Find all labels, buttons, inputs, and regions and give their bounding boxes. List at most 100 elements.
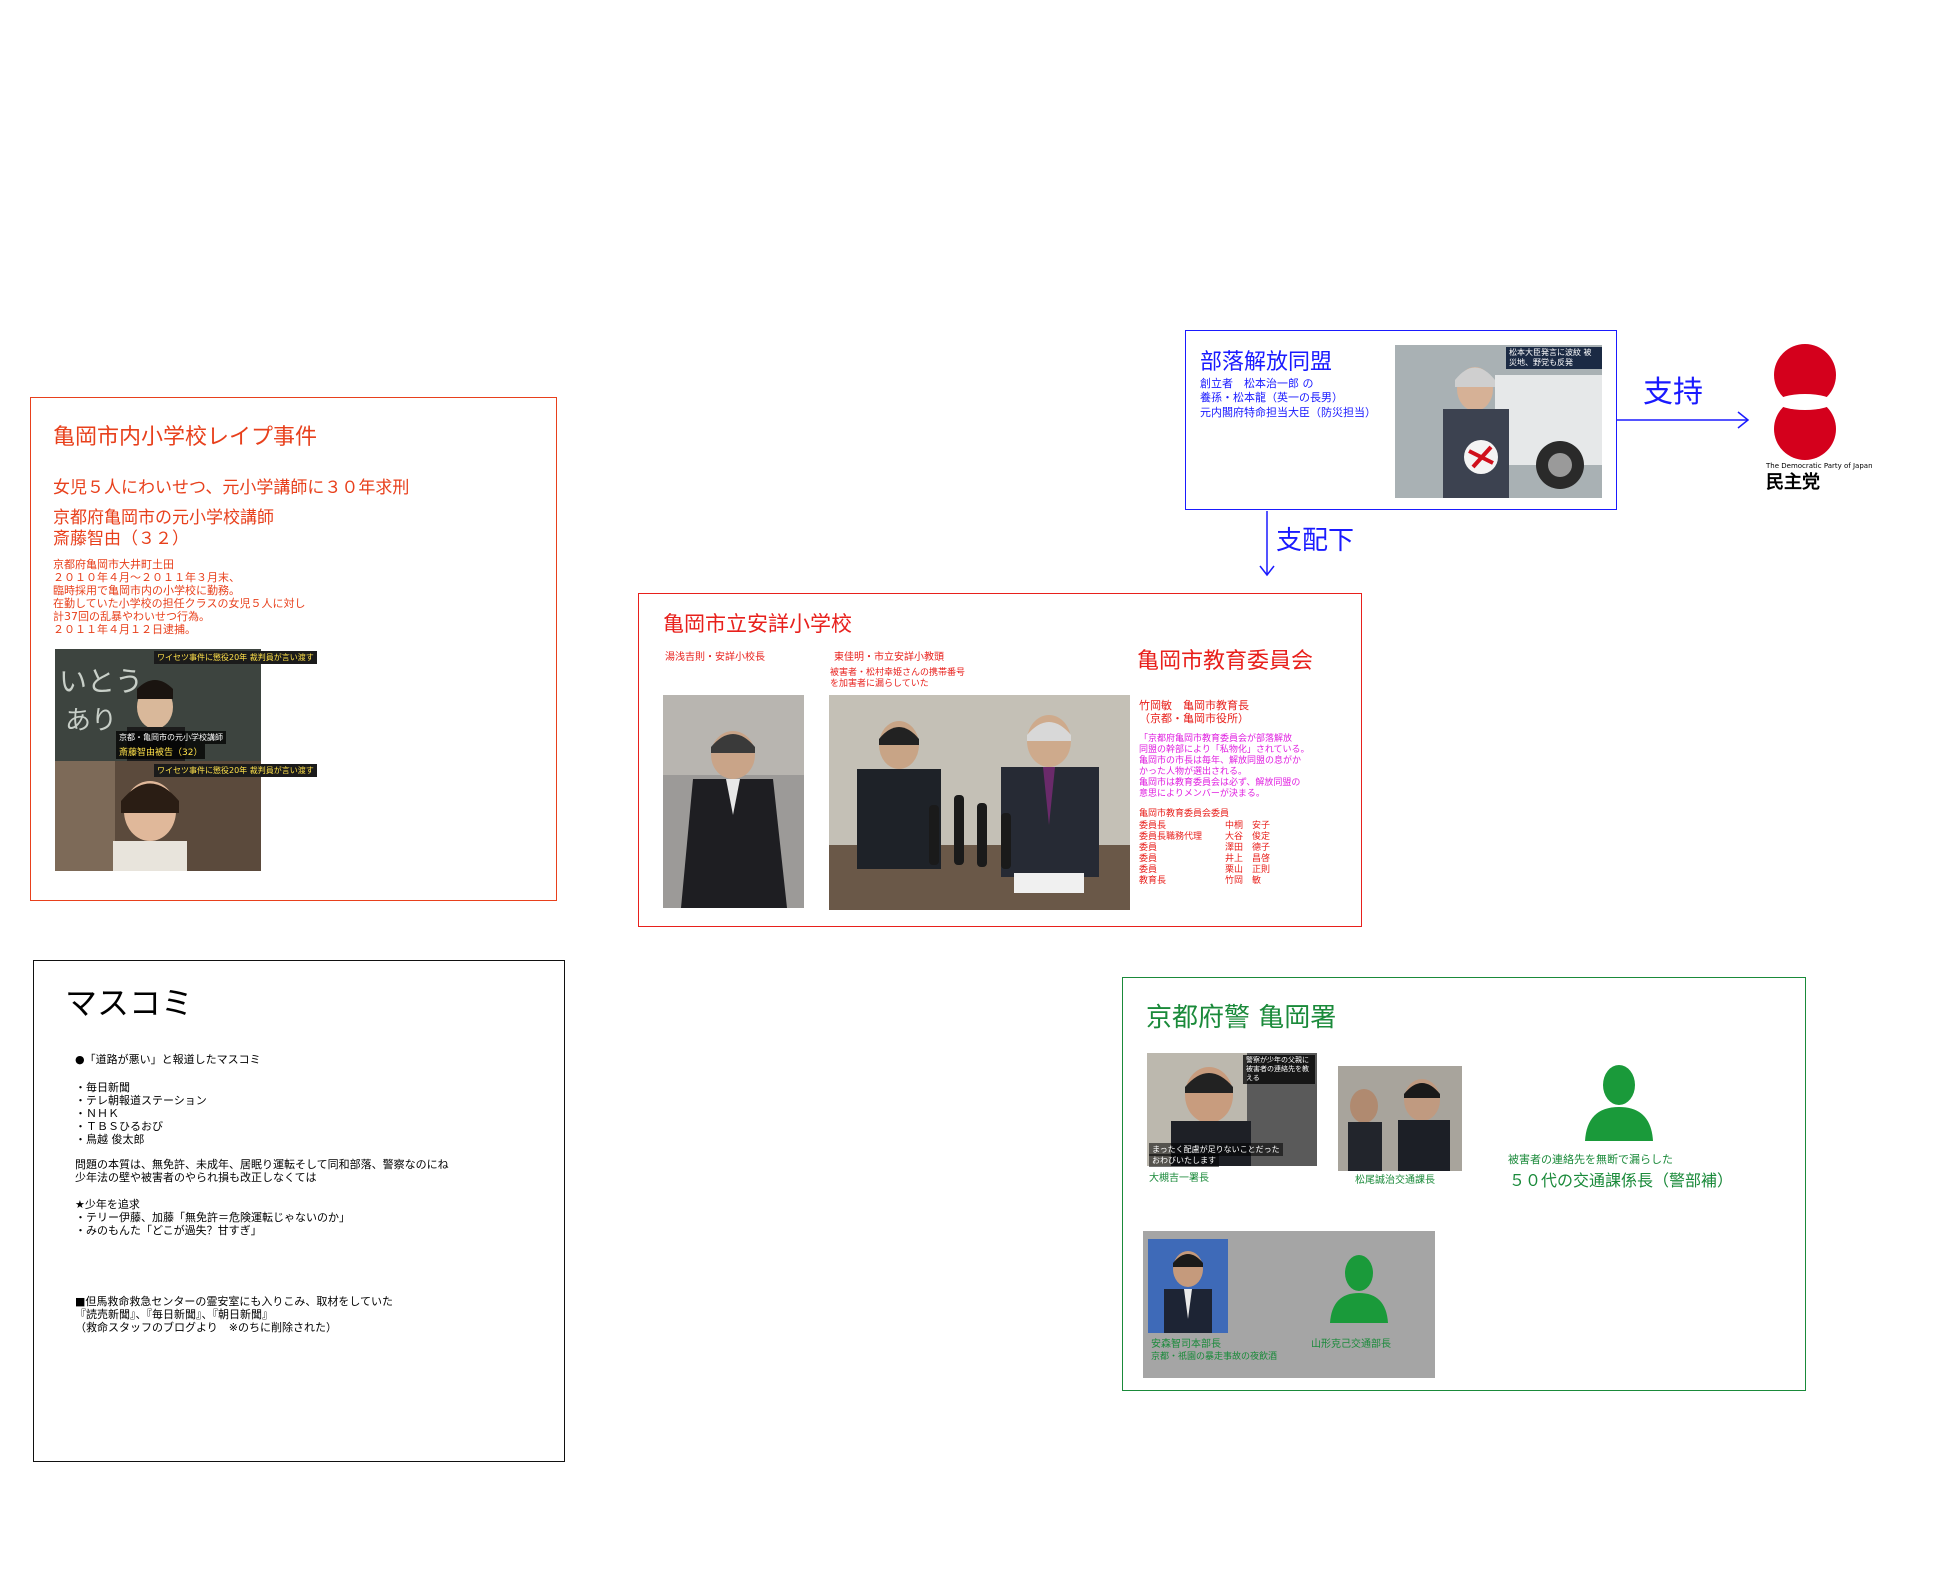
board-members-list: 委員長 中桐 安子 委員長職務代理 大谷 俊定 委員 澤田 德子 委員 井上 昌… <box>1139 821 1299 887</box>
case-subject-line2: 斎藤智由（３２） <box>53 529 189 549</box>
media-outlet: ・鳥越 俊太郎 <box>75 1133 145 1146</box>
board-member-role: 委員 <box>1139 843 1158 853</box>
board-member-name: 中桐 安子 <box>1225 821 1271 831</box>
media-issue-line1: 問題の本質は、無免許、未成年、居眠り運転そして同和部落、警察なのにね <box>75 1158 449 1171</box>
case-box: 亀岡市内小学校レイプ事件 女児５人にわいせつ、元小学講師に３０年求刑 京都府亀岡… <box>30 397 557 901</box>
case-detail-line: ２０１１年４月１２日逮捕。 <box>53 623 196 636</box>
dpj-emblem-icon <box>1774 344 1836 460</box>
matsumoto-photo-banner: 松本大臣発言に波紋 被災地、野党も反発 <box>1506 347 1602 369</box>
matsumoto-photo <box>1395 345 1602 498</box>
board-members-title: 亀岡市教育委員会委員 <box>1139 809 1230 819</box>
school-title: 亀岡市立安詳小学校 <box>663 612 852 636</box>
school-box: 亀岡市立安詳小学校 湯浅吉則・安詳小校長 東佳明・市立安詳小教頭 被害者・松村幸… <box>638 593 1362 927</box>
vice-principal-note1: 被害者・松村幸姫さんの携帯番号 <box>830 668 966 678</box>
vice-principal-note2: を加害者に漏らしていた <box>830 679 929 689</box>
media-pursue-title: ★少年を追求 <box>75 1198 140 1211</box>
board-member-name: 澤田 德子 <box>1225 843 1271 853</box>
board-note-line: 亀岡市は教育委員会は必ず、解放同盟の <box>1139 778 1301 788</box>
principal-bowing-photo <box>663 695 804 908</box>
media-title: マスコミ <box>65 984 194 1022</box>
traffic-chief-photo <box>1338 1066 1462 1171</box>
media-issue-line2: 少年法の壁や被害者のやられ損も改正しなくては <box>75 1171 317 1184</box>
board-head-line2: （京都・亀岡市役所） <box>1139 712 1249 725</box>
unknown-officer-label: ５０代の交通課係長（警部補） <box>1509 1171 1734 1190</box>
station-chief-caption1: まったく配慮が足りないことだった <box>1149 1143 1283 1156</box>
media-outlet: ・ＴＢＳひるおび <box>75 1120 163 1133</box>
leak-note: 被害者の連絡先を無断で漏らした <box>1508 1153 1673 1166</box>
police-title: 京都府警 亀岡署 <box>1146 1003 1337 1033</box>
board-member-row: 委員長職務代理 大谷 俊定 <box>1139 832 1299 843</box>
media-pursue-line: ・みのもんた「どこが過失？甘すぎ」 <box>75 1224 262 1237</box>
station-chief-banner: 警察が少年の父親に 被害者の連絡先を教える <box>1243 1055 1315 1084</box>
case-detail-line: 在勤していた小学校の担任クラスの女児５人に対し <box>53 597 306 610</box>
board-note-line: 亀岡市の市長は毎年、解放同盟の息がか <box>1139 756 1302 766</box>
media-hospital-line: （救命スタッフのブログより ※のちに削除された） <box>75 1321 337 1334</box>
suspect-photo-top-banner: ワイセツ事件に懲役20年 裁判員が言い渡す <box>154 651 317 664</box>
buraku-line2: 養孫・松本龍（英一の長男） <box>1200 391 1343 404</box>
board-member-role: 委員 <box>1139 865 1158 875</box>
hq-chief-label: 安森智司本部長 <box>1151 1339 1221 1350</box>
principal-label: 湯浅吉則・安詳小校長 <box>665 652 765 663</box>
case-detail-line: 計37回の乱暴やわいせつ行為。 <box>53 610 210 623</box>
suspect-photo-top-caption1: 京都・亀岡市の元小学校講師 <box>116 731 226 744</box>
buraku-title: 部落解放同盟 <box>1200 350 1333 375</box>
media-outlet: ・ＮＨＫ <box>75 1107 119 1120</box>
board-note-line: 同盟の幹部により「私物化」されている。 <box>1139 745 1310 755</box>
unknown-officer-icon <box>1585 1065 1653 1141</box>
board-note-line: 「京都府亀岡市教育委員会が部落解放 <box>1139 734 1293 744</box>
board-member-row: 委員長 中桐 安子 <box>1139 821 1299 832</box>
hq-chief-note: 京都・祇園の暴走事故の夜飲酒 <box>1151 1352 1278 1362</box>
board-member-role: 委員 <box>1139 854 1158 864</box>
board-title: 亀岡市教育委員会 <box>1137 649 1314 674</box>
station-chief-caption2: おわびいたします <box>1149 1154 1219 1167</box>
svg-text:あり: あり <box>65 706 117 736</box>
buraku-box: 部落解放同盟 創立者 松本治一郎 の 養孫・松本龍（英一の長男） 元内閣府特命担… <box>1185 330 1617 510</box>
media-hospital-note: ■但馬救命救急センターの霊安室にも入りこみ、取材をしていた 『読売新聞』、『毎日… <box>75 1295 393 1334</box>
media-pursue-line: ・テリー伊藤、加藤「無免許＝危険運転じゃないのか」 <box>75 1211 350 1224</box>
press-conference-photo <box>829 695 1130 910</box>
board-member-row: 委員 栗山 正則 <box>1139 865 1299 876</box>
board-member-row: 教育長 竹岡 敏 <box>1139 876 1299 887</box>
media-hospital-line: ■但馬救命救急センターの霊安室にも入りこみ、取材をしていた <box>75 1295 394 1308</box>
control-arrow <box>1259 511 1275 577</box>
board-member-row: 委員 井上 昌啓 <box>1139 854 1299 865</box>
case-subject-line1: 京都府亀岡市の元小学校講師 <box>53 508 274 528</box>
board-notes: 「京都府亀岡市教育委員会が部落解放 同盟の幹部により「私物化」されている。 亀岡… <box>1139 734 1310 800</box>
board-note-line: かった人物が選出される。 <box>1139 767 1248 777</box>
board-head-line1: 竹岡敏 亀岡市教育長 <box>1139 699 1249 712</box>
traffic-dept-head-icon <box>1330 1255 1388 1323</box>
traffic-chief-label: 松尾誠治交通課長 <box>1355 1175 1435 1186</box>
station-chief-label: 大槻吉一署長 <box>1149 1173 1209 1184</box>
board-member-name: 栗山 正則 <box>1225 865 1271 875</box>
suspect-photo-casual <box>55 761 261 871</box>
svg-text:いとう: いとう <box>59 665 143 698</box>
vice-principal-label: 東佳明・市立安詳小教頭 <box>834 652 944 663</box>
media-heading: ●「道路が悪い」と報道したマスコミ <box>75 1053 261 1066</box>
traffic-dept-head-label: 山形克己交通部長 <box>1311 1339 1391 1350</box>
board-note-line: 意思によりメンバーが決まる。 <box>1139 789 1265 799</box>
case-headline: 女児５人にわいせつ、元小学講師に３０年求刑 <box>53 478 410 498</box>
media-box: マスコミ ●「道路が悪い」と報道したマスコミ ・毎日新聞 ・テレ朝報道ステーショ… <box>33 960 565 1462</box>
board-member-name: 大谷 俊定 <box>1225 832 1271 842</box>
buraku-line1: 創立者 松本治一郎 の <box>1200 377 1314 390</box>
case-detail-line: 京都府亀岡市大井町土田 <box>53 558 174 571</box>
board-member-name: 井上 昌啓 <box>1225 854 1271 864</box>
case-detail-line: 臨時採用で亀岡市内の小学校に勤務。 <box>53 584 240 597</box>
control-label: 支配下 <box>1276 526 1355 556</box>
case-details: 京都府亀岡市大井町土田 ２０１０年４月～２０１１年３月末、 臨時採用で亀岡市内の… <box>53 558 305 636</box>
case-title: 亀岡市内小学校レイプ事件 <box>53 425 318 450</box>
board-member-role: 教育長 <box>1139 876 1167 886</box>
media-hospital-line: 『読売新聞』、『毎日新聞』、『朝日新聞』 <box>75 1308 273 1321</box>
case-detail-line: ２０１０年４月～２０１１年３月末、 <box>53 571 240 584</box>
board-member-name: 竹岡 敏 <box>1225 876 1262 886</box>
hq-chief-photo <box>1148 1239 1228 1333</box>
support-label: 支持 <box>1643 375 1703 410</box>
board-member-row: 委員 澤田 德子 <box>1139 843 1299 854</box>
media-outlets: ・毎日新聞 ・テレ朝報道ステーション ・ＮＨＫ ・ＴＢＳひるおび ・鳥越 俊太郎 <box>75 1081 207 1146</box>
board-member-role: 委員長 <box>1139 821 1167 831</box>
board-member-role: 委員長職務代理 <box>1139 832 1203 842</box>
suspect-photo-top-caption2: 斎藤智由被告（32） <box>116 744 206 759</box>
suspect-photo-bottom-banner: ワイセツ事件に懲役20年 裁判員が言い渡す <box>154 764 317 777</box>
buraku-line3: 元内閣府特命担当大臣（防災担当） <box>1200 406 1376 419</box>
dpj-logo: The Democratic Party of Japan 民主党 <box>1758 344 1898 504</box>
